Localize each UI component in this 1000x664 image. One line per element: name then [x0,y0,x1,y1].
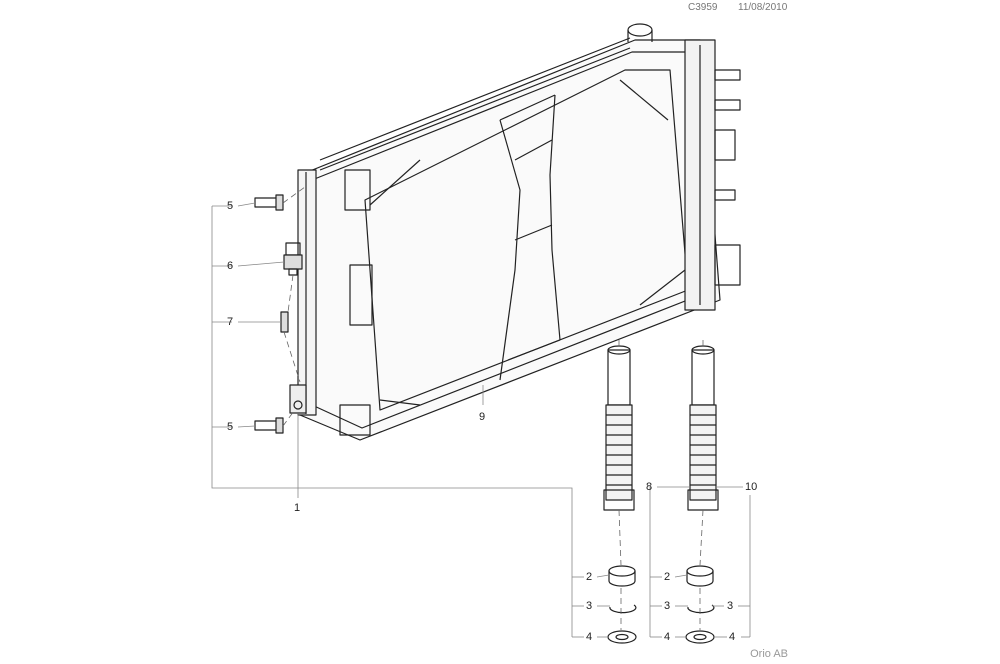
bolt-top [254,194,284,211]
bracket [289,384,307,414]
callout-4-far: 4 [729,631,736,643]
drawing-code: C3959 [688,2,718,13]
callout-4-left: 4 [586,631,593,643]
hose-right [687,345,719,511]
washer-left [607,630,637,644]
seal-left [608,565,636,587]
callout-2-left: 2 [586,571,593,583]
drawing-date: 11/08/2010 [738,2,788,13]
clip-right [687,604,715,614]
washer-right [685,630,715,644]
seal-right [686,565,714,587]
callout-3-right: 3 [664,600,671,612]
callout-3-left: 3 [586,600,593,612]
callout-10: 10 [745,481,758,493]
hose-left [603,345,635,511]
callout-1: 1 [294,502,301,514]
callout-8: 8 [646,481,653,493]
publisher-label: Orio AB [750,648,788,660]
callout-2-right: 2 [664,571,671,583]
radiator-assembly [297,23,741,441]
valve-insert [280,311,289,333]
callout-7: 7 [227,316,234,328]
callout-4-right: 4 [664,631,671,643]
callout-9: 9 [479,411,486,423]
callout-5-top: 5 [227,200,234,212]
bolt-bottom [254,417,284,434]
callout-3-far: 3 [727,600,734,612]
callout-6: 6 [227,260,234,272]
clip-left [609,604,637,614]
callout-5-bottom: 5 [227,421,234,433]
